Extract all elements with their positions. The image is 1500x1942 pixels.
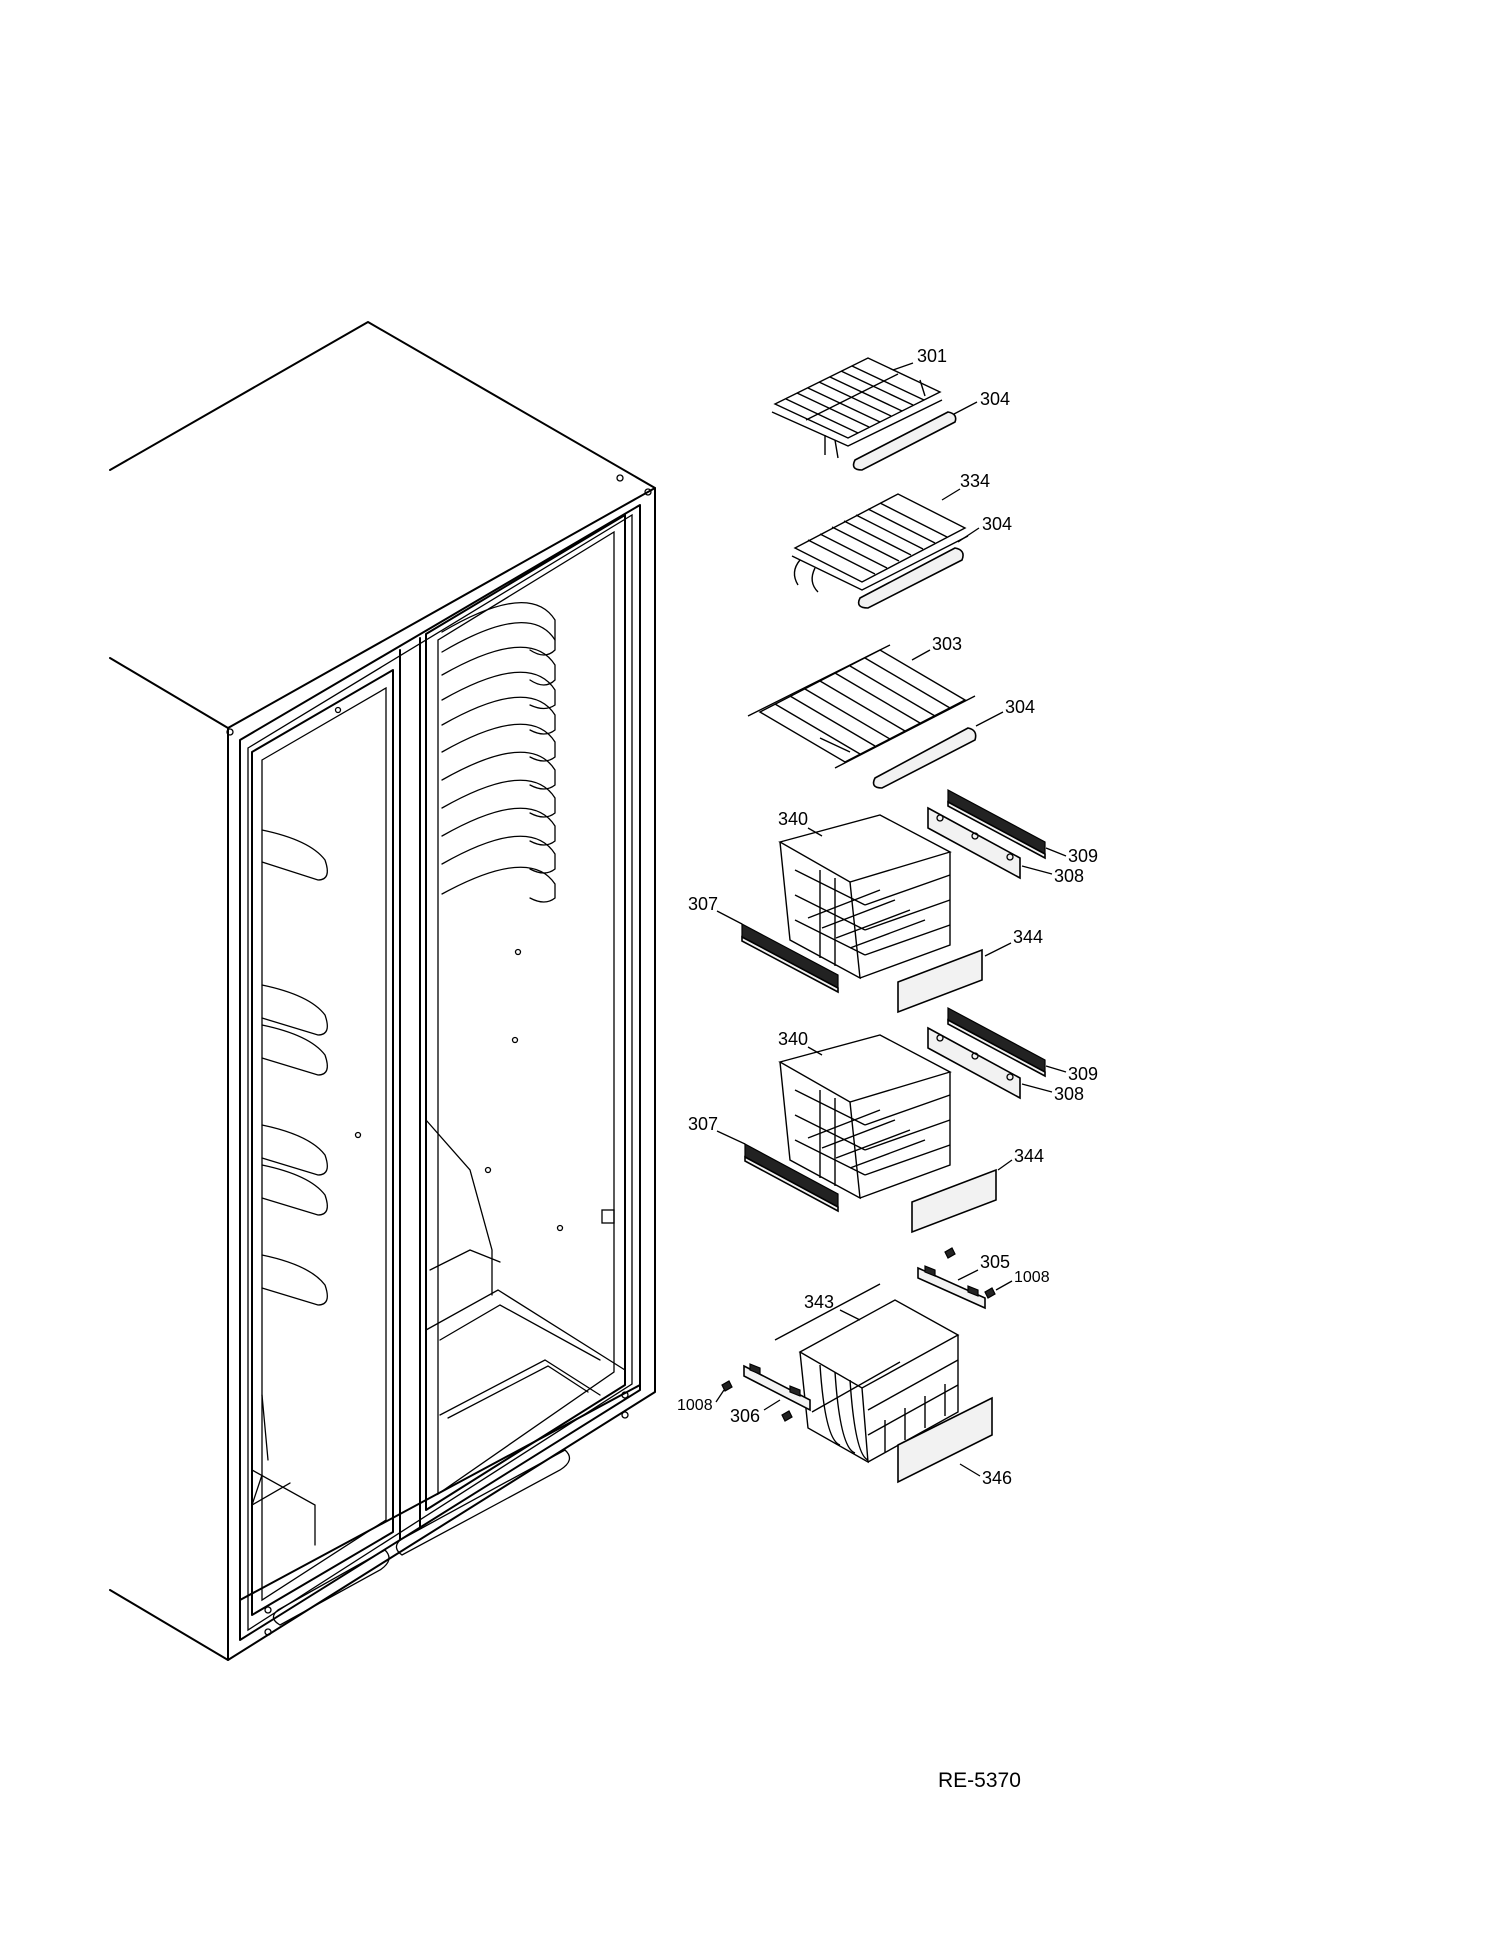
wire-shelf-303 [747, 644, 976, 769]
callout-308-lower: 308 [1054, 1084, 1084, 1104]
callout-304-bottom: 304 [1005, 697, 1035, 717]
basket-rail-308-upper [927, 806, 1021, 880]
callout-305: 305 [980, 1252, 1010, 1272]
freezer-basket-340-lower [778, 1034, 952, 1200]
fresh-food-shelf-supports [261, 829, 328, 1306]
basket-bracket-305 [917, 1265, 986, 1310]
basket-front-344-lower [911, 1168, 997, 1234]
callout-303: 303 [932, 634, 962, 654]
freezer-basket-343 [774, 1283, 960, 1464]
callout-306: 306 [730, 1406, 760, 1426]
shelf-trim-304-bottom [872, 727, 977, 789]
callout-334: 334 [960, 471, 990, 491]
callout-309-lower: 309 [1068, 1064, 1098, 1084]
basket-rail-309-upper [947, 788, 1046, 860]
callout-307-upper: 307 [688, 894, 718, 914]
callout-308-upper: 308 [1054, 866, 1084, 886]
basket-front-344-upper [897, 948, 983, 1014]
wire-shelf-301 [771, 357, 943, 459]
drawing-id: RE-5370 [938, 1769, 1021, 1792]
callout-346: 346 [982, 1468, 1012, 1488]
screw-1008-right [944, 1247, 996, 1299]
callout-343: 343 [804, 1292, 834, 1312]
callout-304-top: 304 [980, 389, 1010, 409]
freezer-shelf-rails [441, 601, 556, 903]
callout-1008-left: 1008 [677, 1397, 713, 1414]
basket-front-346 [897, 1396, 993, 1484]
shelf-trim-304-top [852, 411, 957, 471]
freezer-basket-340-upper [778, 814, 952, 980]
callout-340-lower: 340 [778, 1029, 808, 1049]
callout-leaders [715, 362, 1067, 1477]
screw-1008-left [721, 1380, 793, 1422]
callout-labels: 301 304 334 304 303 304 340 309 308 307 … [677, 346, 1098, 1488]
basket-rail-309-lower [947, 1006, 1046, 1078]
callout-304-middle: 304 [982, 514, 1012, 534]
wire-shelf-334 [791, 493, 969, 593]
shelf-trim-304-middle [857, 547, 964, 609]
basket-rail-308-lower [927, 1026, 1021, 1100]
callout-307-lower: 307 [688, 1114, 718, 1134]
callout-344-lower: 344 [1014, 1146, 1044, 1166]
callout-344-upper: 344 [1013, 927, 1043, 947]
basket-rail-307-upper [741, 923, 839, 994]
callout-309-upper: 309 [1068, 846, 1098, 866]
basket-bracket-306 [743, 1363, 811, 1412]
refrigerator-cabinet [109, 321, 656, 1661]
callout-1008-right: 1008 [1014, 1269, 1050, 1286]
callout-340-upper: 340 [778, 809, 808, 829]
basket-rail-307-lower [744, 1142, 839, 1213]
callout-301: 301 [917, 346, 947, 366]
